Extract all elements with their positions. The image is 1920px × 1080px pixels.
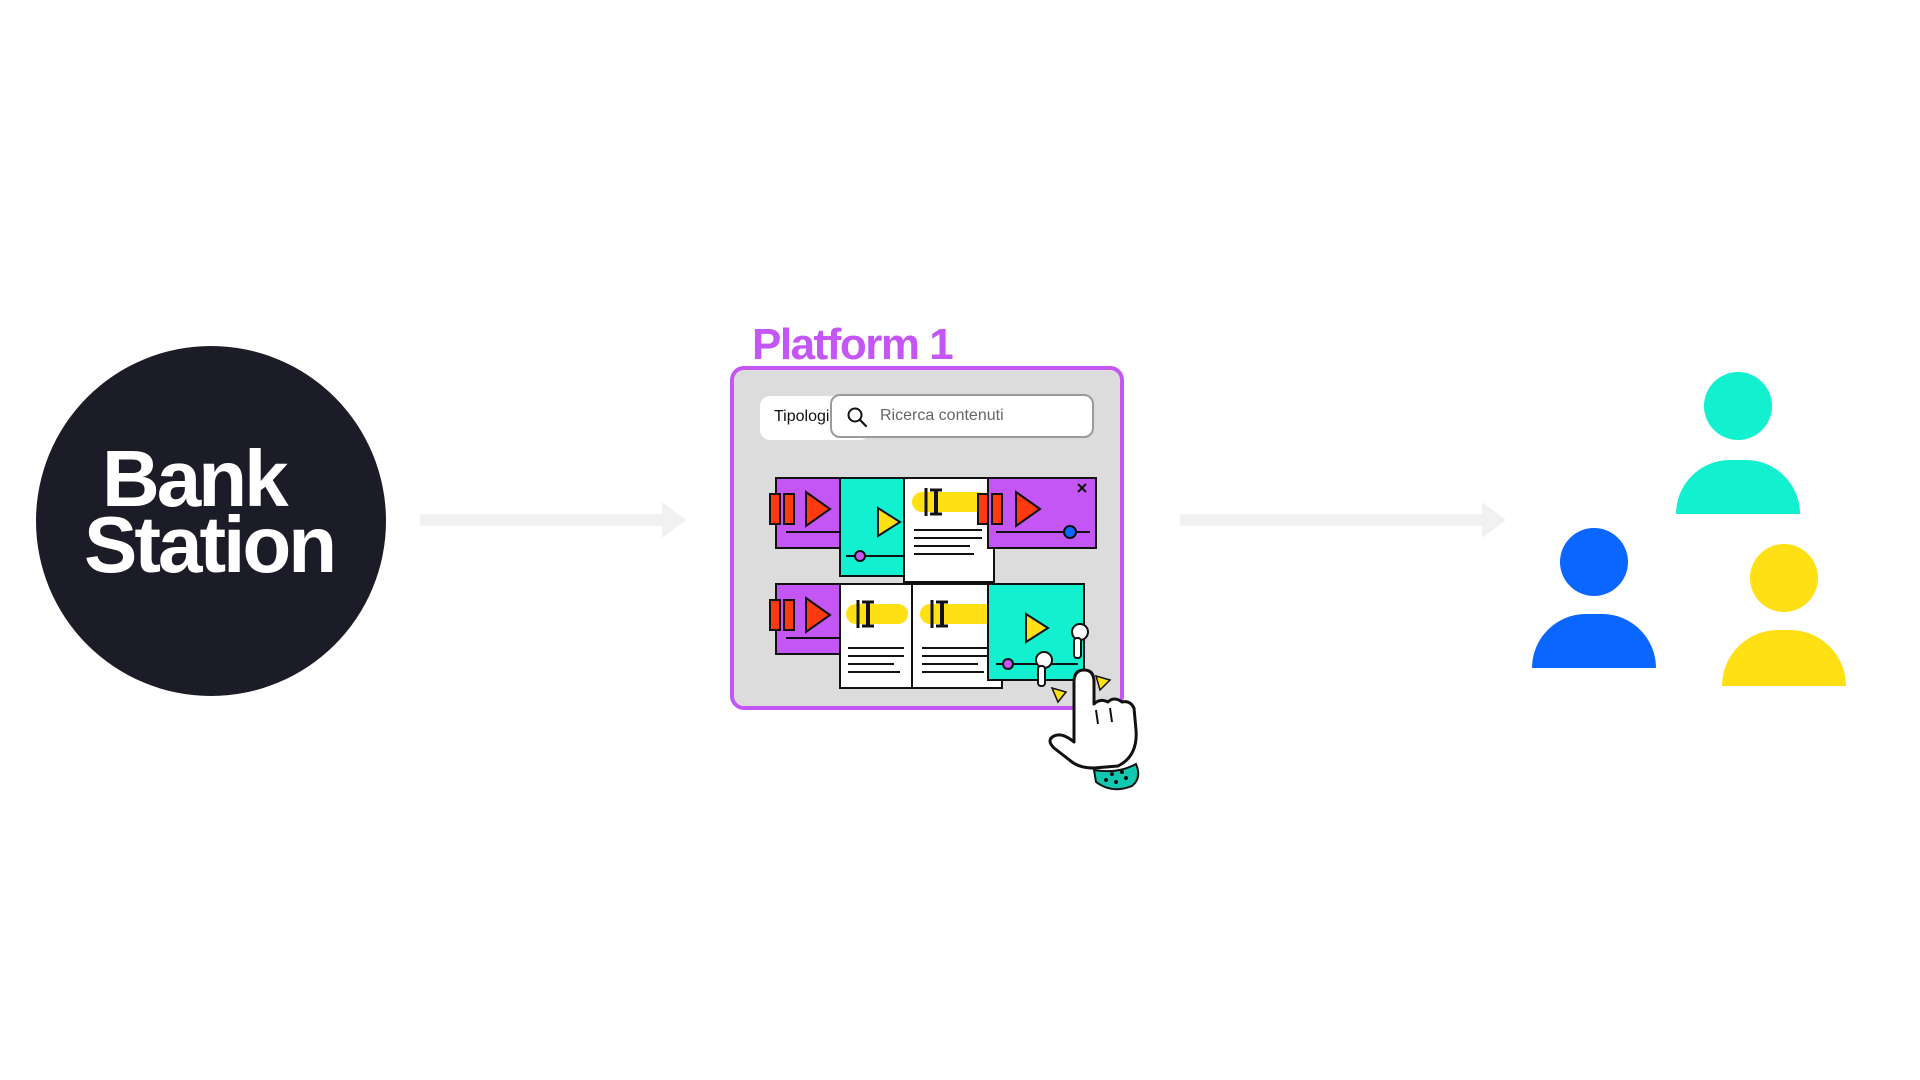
user-icon-yellow <box>1722 544 1846 686</box>
play-icon <box>877 506 902 538</box>
play-icon <box>1015 490 1042 528</box>
user-icon-teal <box>1676 372 1800 514</box>
close-icon[interactable] <box>1077 483 1087 493</box>
video-card-3[interactable] <box>977 477 1097 549</box>
text-cursor-icon <box>924 488 942 516</box>
earbuds-icon <box>1035 623 1089 687</box>
hand-pointer-icon <box>1048 668 1140 791</box>
play-icon <box>1025 612 1050 644</box>
text-card-2[interactable] <box>839 583 915 689</box>
type-filter-label: Tipologia <box>774 408 834 425</box>
bank-station-logo: Bank Station <box>36 346 386 696</box>
user-icon-blue <box>1532 528 1656 668</box>
search-placeholder: Ricerca contenuti <box>880 407 1004 424</box>
flow-arrow-1 <box>420 502 686 538</box>
search-icon <box>847 407 868 428</box>
play-icon <box>805 596 832 634</box>
text-cursor-icon <box>856 600 874 628</box>
platform-title: Platform 1 <box>752 320 954 369</box>
platform-window: Tipologia Ricerca contenuti <box>730 366 1140 791</box>
text-cursor-icon <box>930 600 948 628</box>
play-icon <box>805 490 832 528</box>
logo-wordmark: Bank Station <box>84 434 337 589</box>
content-cards <box>769 477 1140 791</box>
flow-arrow-2 <box>1180 502 1506 538</box>
logo-line-1: Bank <box>102 434 289 523</box>
search-input[interactable]: Ricerca contenuti <box>830 394 1094 438</box>
video-card-5[interactable] <box>987 583 1085 681</box>
logo-line-2: Station <box>84 500 337 589</box>
text-card-1[interactable] <box>903 477 995 583</box>
video-card-2[interactable] <box>839 477 911 577</box>
